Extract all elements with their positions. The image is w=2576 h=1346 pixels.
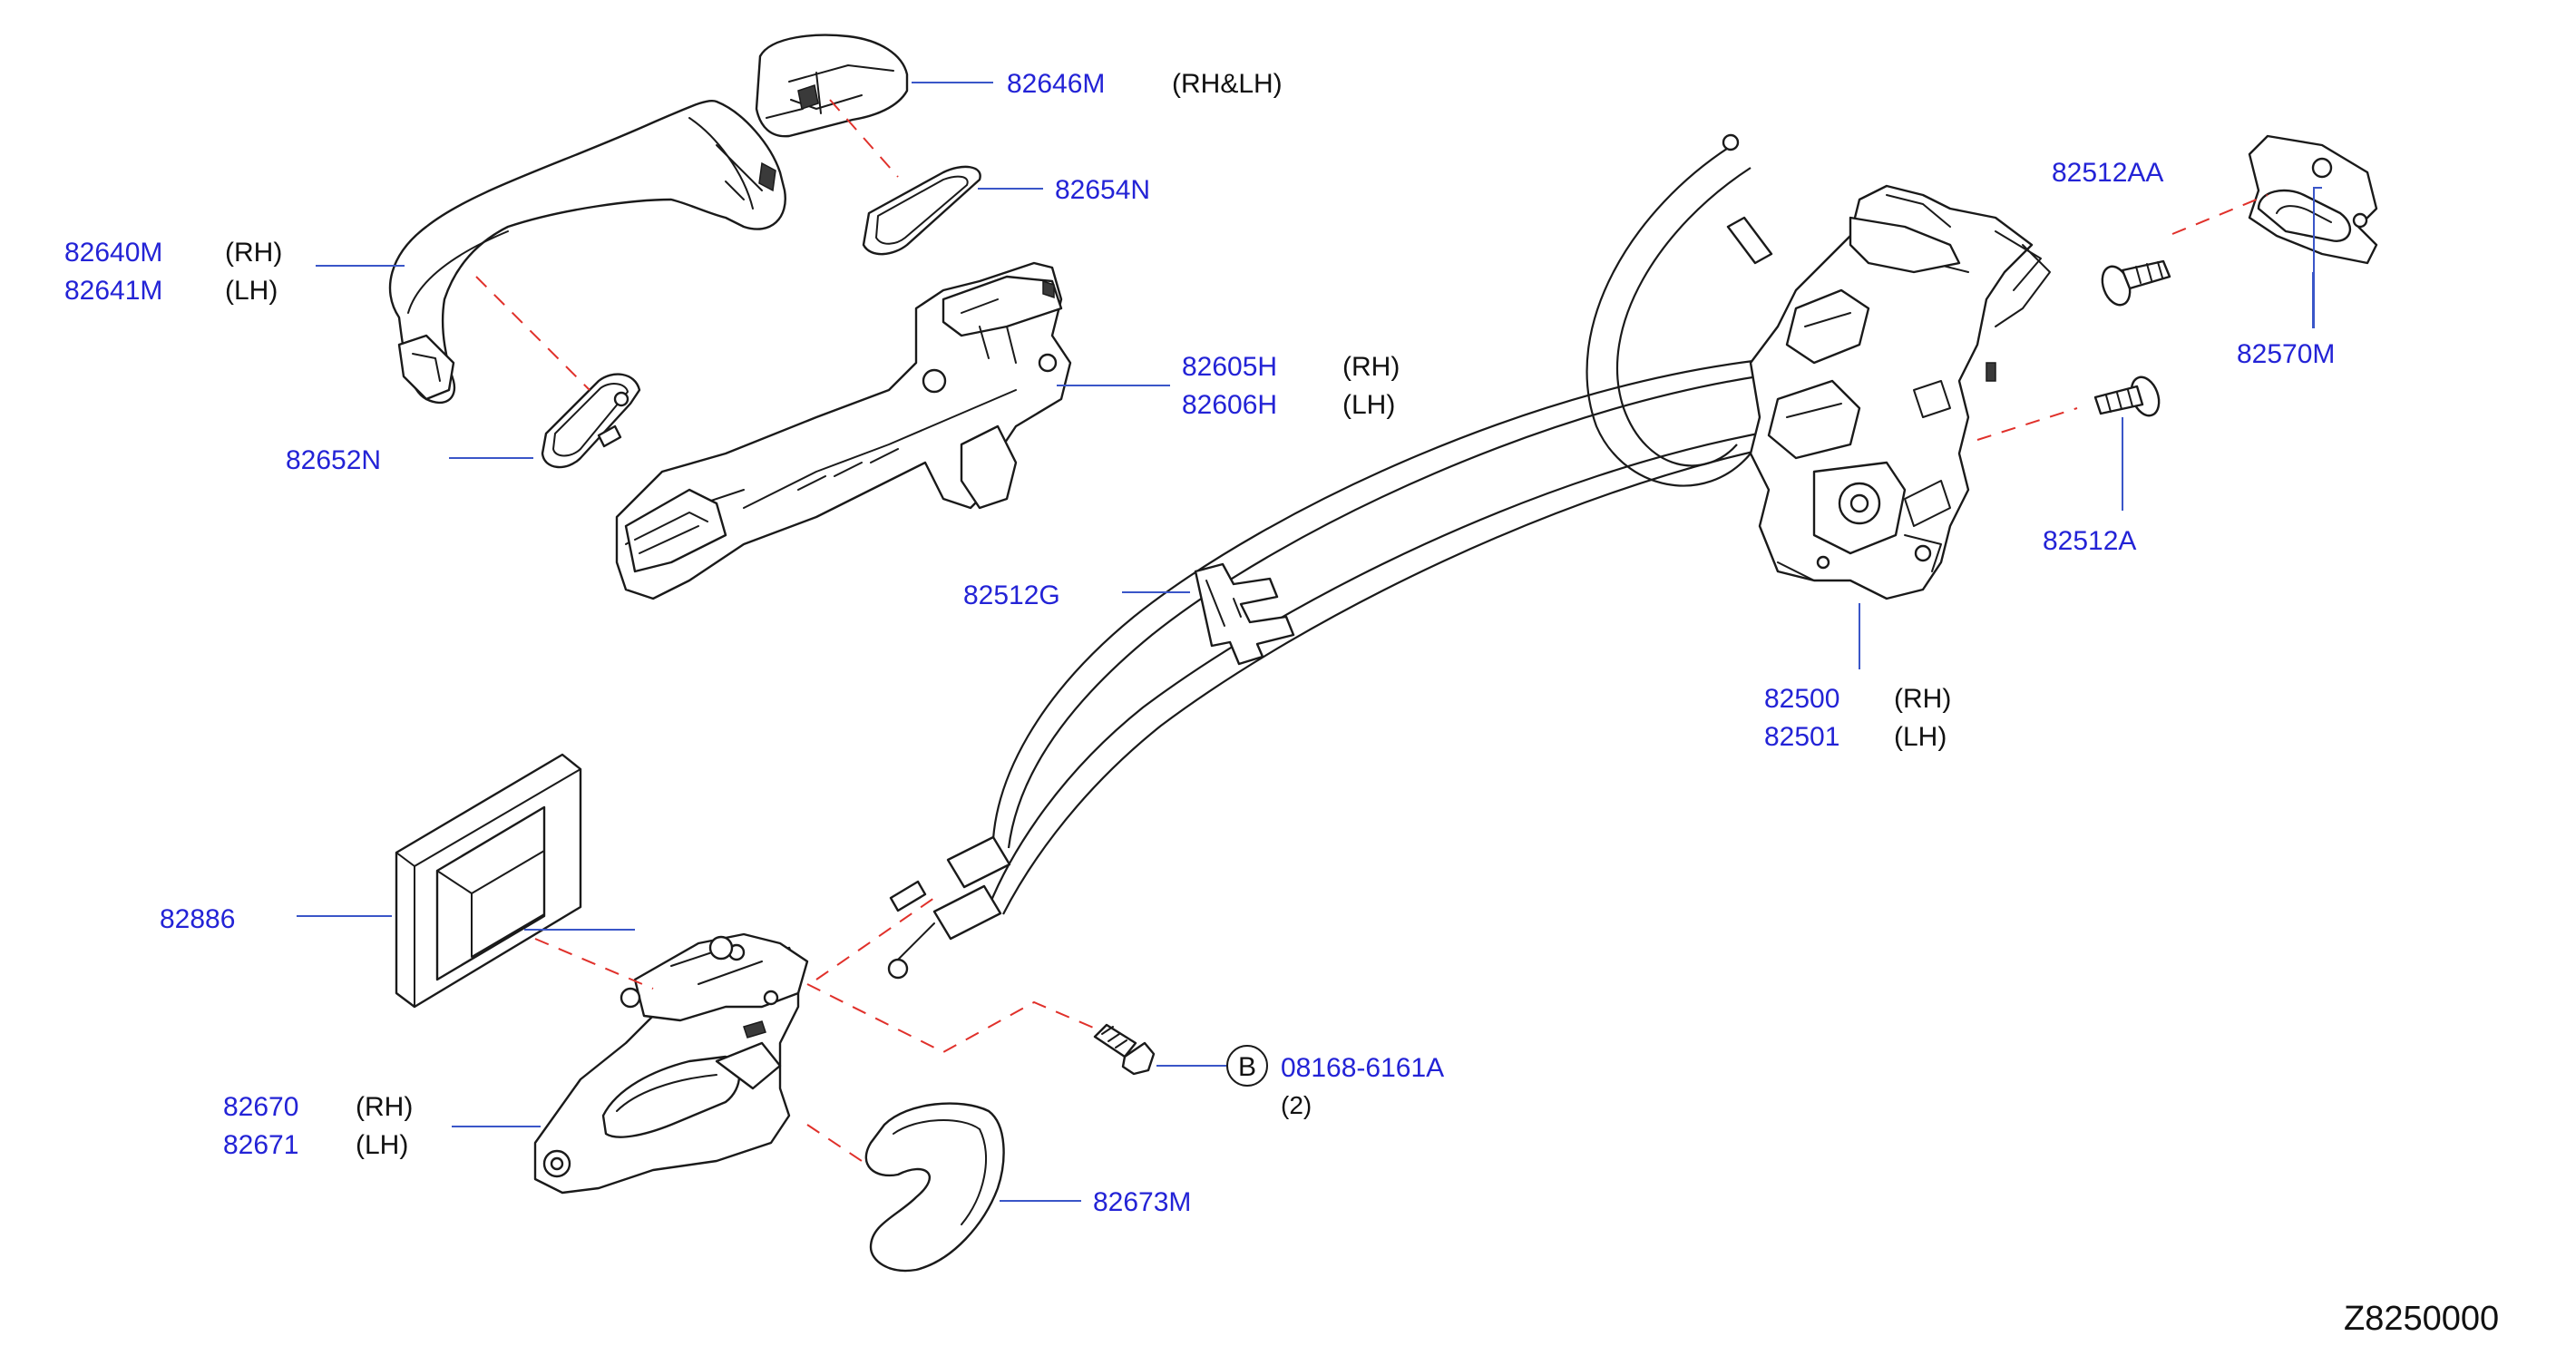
callout-82640M: 82640M (RH)	[64, 238, 282, 268]
inside-handle-escutcheon	[864, 1102, 1005, 1273]
callout-82500: 82500 (RH)	[1764, 684, 1951, 714]
part-number: 82670	[223, 1092, 298, 1122]
badge-letter: B	[1238, 1052, 1256, 1082]
side-qualifier: (RH)	[1342, 352, 1400, 382]
callout-82673M: 82673M	[1093, 1187, 1191, 1217]
side-qualifier: (RH)	[356, 1092, 413, 1122]
quantity: (2)	[1281, 1091, 1312, 1119]
part-number: 82654N	[1055, 175, 1150, 205]
callout-82512A: 82512A	[2043, 526, 2136, 556]
callout-82606H: 82606H (LH)	[1182, 390, 1395, 420]
side-qualifier: (LH)	[225, 276, 278, 306]
callout-82570M: 82570M	[2237, 339, 2335, 369]
hex-bolt	[1093, 1023, 1156, 1076]
inside-handle-pad	[395, 753, 582, 1009]
callout-82654N: 82654N	[1055, 175, 1150, 205]
part-number: 82512AA	[2052, 158, 2163, 188]
side-qualifier: (LH)	[1342, 390, 1395, 420]
callout-82670: 82670 (RH)	[223, 1092, 413, 1122]
part-number: 82500	[1764, 684, 1839, 714]
callout-82512G: 82512G	[963, 580, 1060, 610]
part-number: 82606H	[1182, 390, 1277, 420]
callout-82646M: 82646M (RH&LH)	[1007, 69, 1283, 99]
cable-clip	[1194, 562, 1295, 666]
side-qualifier: (RH&LH)	[1172, 69, 1283, 99]
striker-screw	[2101, 259, 2171, 307]
leader-lines	[297, 82, 2322, 1202]
lock-cables	[887, 133, 1792, 980]
part-number: 82671	[223, 1130, 298, 1160]
callout-82671: 82671 (LH)	[223, 1130, 408, 1160]
part-number: 82673M	[1093, 1187, 1191, 1217]
inside-door-handle	[533, 932, 809, 1195]
callout-82512AA: 82512AA	[2052, 158, 2163, 188]
part-number: 82570M	[2237, 339, 2335, 369]
badge-circle	[1226, 1045, 1268, 1087]
part-number: 82640M	[64, 238, 162, 268]
outside-door-handle	[388, 99, 786, 405]
part-number: 82886	[160, 904, 235, 934]
callout-82501: 82501 (LH)	[1764, 722, 1947, 752]
callout-82652N: 82652N	[286, 445, 381, 475]
part-number: 82641M	[64, 276, 162, 306]
callout-08168-6161A: B 08168-6161A (2)	[1226, 1045, 1444, 1119]
handle-gasket-front	[862, 165, 981, 256]
part-number: 82605H	[1182, 352, 1277, 382]
handle-escutcheon-cap	[755, 34, 909, 138]
part-number: 08168-6161A	[1281, 1053, 1444, 1083]
part-number: 82512A	[2043, 526, 2136, 556]
diagram-code: Z8250000	[2344, 1300, 2499, 1338]
assembly-links	[475, 99, 2269, 1162]
part-number: 82512G	[963, 580, 1060, 610]
side-qualifier: (LH)	[1894, 722, 1947, 752]
handle-gasket-rear	[541, 373, 641, 469]
side-qualifier: (RH)	[225, 238, 282, 268]
lock-mounting-screw	[2093, 376, 2161, 417]
callout-82605H: 82605H (RH)	[1182, 352, 1400, 382]
part-number: 82646M	[1007, 69, 1105, 99]
door-lock-actuator-assembly	[1749, 184, 2051, 600]
callout-82886: 82886	[160, 904, 235, 934]
side-qualifier: (LH)	[356, 1130, 408, 1160]
part-number: 82652N	[286, 445, 381, 475]
part-number: 82501	[1764, 722, 1839, 752]
outside-handle-bracket	[615, 261, 1072, 600]
callout-82641M: 82641M (LH)	[64, 276, 278, 306]
side-qualifier: (RH)	[1894, 684, 1951, 714]
